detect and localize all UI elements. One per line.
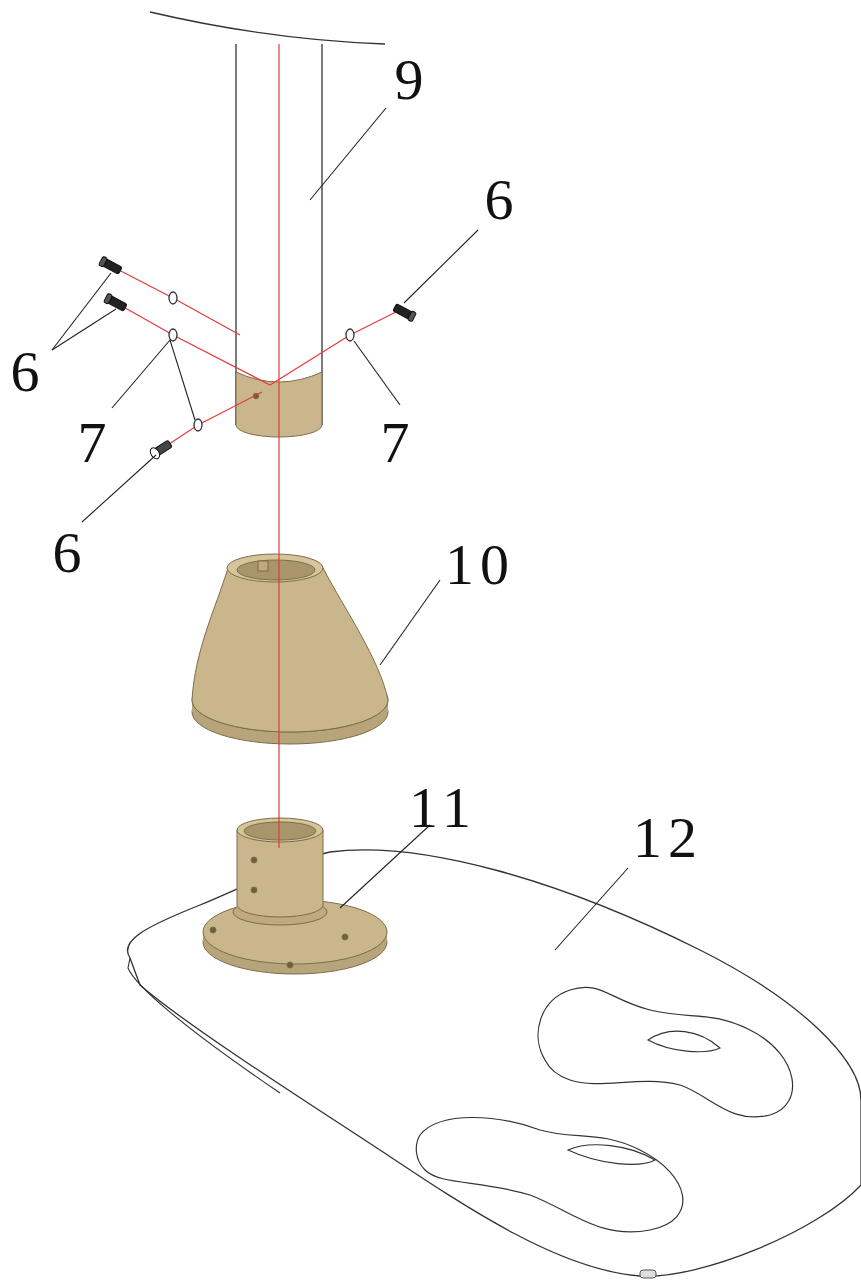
pole-edge: [321, 44, 322, 425]
callout-number: 11: [409, 779, 477, 837]
callout-number: 9: [395, 51, 430, 109]
upper-body-edge: [150, 12, 385, 44]
screw: [99, 256, 417, 460]
assembly-line: [115, 44, 400, 848]
washer: [169, 292, 354, 431]
callout-number: 10: [445, 536, 515, 594]
cover-part: [192, 554, 388, 744]
leader-line: [52, 108, 628, 950]
callout-number: 6: [53, 524, 88, 582]
callout-number: 6: [485, 171, 520, 229]
base-plate: [127, 850, 861, 1278]
flange-part: [203, 818, 387, 974]
callout-number: 7: [381, 414, 416, 472]
callout-number: 7: [78, 414, 113, 472]
callout-number: 6: [11, 343, 46, 401]
callout-number: 12: [633, 809, 703, 867]
